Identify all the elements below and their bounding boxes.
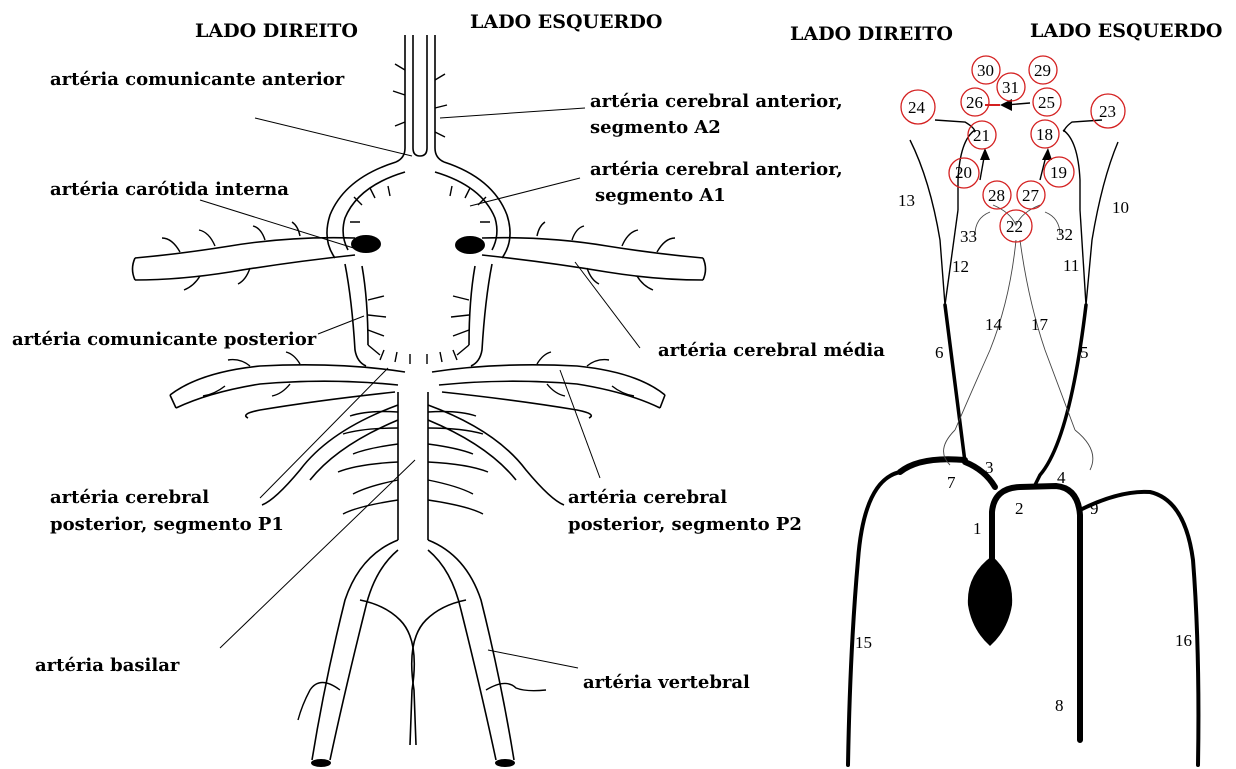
label-comunicante-anterior: artéria comunicante anterior — [50, 69, 345, 90]
number-29: 29 — [1034, 61, 1051, 80]
number-23: 23 — [1099, 102, 1116, 121]
label-comunicante-posterior: artéria comunicante posterior — [12, 329, 317, 350]
number-24: 24 — [908, 98, 926, 117]
number-32: 32 — [1056, 225, 1073, 244]
left-header-left-side: LADO ESQUERDO — [470, 11, 662, 33]
number-33: 33 — [960, 227, 977, 246]
number-11: 11 — [1063, 256, 1079, 275]
number-1: 1 — [973, 519, 982, 538]
label-cerebral-posterior-p1-line2: posterior, segmento P1 — [50, 514, 284, 535]
left-carotid-ostium — [455, 236, 485, 254]
label-cerebral-anterior-a1-line1: artéria cerebral anterior, — [590, 159, 843, 180]
right-header-right-side: LADO DIREITO — [790, 23, 953, 45]
right-header-left-side: LADO ESQUERDO — [1030, 20, 1222, 42]
number-6: 6 — [935, 343, 944, 362]
number-10: 10 — [1112, 198, 1129, 217]
aortic-arch-vessels — [848, 305, 1198, 765]
number-3: 3 — [985, 458, 994, 477]
number-12: 12 — [952, 257, 969, 276]
heart-shape — [968, 556, 1012, 646]
number-30: 30 — [977, 61, 994, 80]
label-cerebral-posterior-p2-line2: posterior, segmento P2 — [568, 514, 802, 535]
vessel-numbers: 1 2 3 4 5 6 7 8 9 10 11 12 13 14 15 16 1… — [855, 61, 1192, 715]
number-7: 7 — [947, 473, 956, 492]
number-8: 8 — [1055, 696, 1064, 715]
number-25: 25 — [1038, 93, 1055, 112]
label-cerebral-posterior-p1-line1: artéria cerebral — [50, 487, 209, 508]
anterior-cerebral-a2-vessels — [393, 35, 447, 162]
number-16: 16 — [1175, 631, 1192, 650]
posterior-communicating-vessels — [345, 264, 492, 366]
number-17: 17 — [1031, 315, 1049, 334]
number-15: 15 — [855, 633, 872, 652]
middle-cerebral-vessels — [133, 222, 706, 290]
number-9: 9 — [1090, 499, 1099, 518]
number-4: 4 — [1057, 468, 1066, 487]
number-14: 14 — [985, 315, 1003, 334]
posterior-cerebral-vessels — [170, 352, 665, 418]
label-carotida-interna: artéria carótida interna — [50, 179, 289, 200]
aortic-arch-figure: LADO DIREITO LADO ESQUERDO — [790, 20, 1222, 765]
vertebral-vessels — [298, 540, 546, 767]
number-18: 18 — [1036, 125, 1053, 144]
left-header-right-side: LADO DIREITO — [195, 20, 358, 42]
number-22: 22 — [1006, 217, 1023, 236]
number-19: 19 — [1050, 163, 1067, 182]
number-31: 31 — [1002, 78, 1019, 97]
label-cerebral-anterior-a2-line2: segmento A2 — [590, 117, 721, 138]
basilar-vessel — [262, 392, 564, 540]
number-5: 5 — [1080, 343, 1089, 362]
number-13: 13 — [898, 191, 915, 210]
number-2: 2 — [1015, 499, 1024, 518]
number-27: 27 — [1022, 186, 1040, 205]
label-cerebral-anterior-a2-line1: artéria cerebral anterior, — [590, 91, 843, 112]
label-vertebral: artéria vertebral — [583, 672, 750, 693]
label-cerebral-anterior-a1-line2: segmento A1 — [595, 185, 726, 206]
right-carotid-ostium — [351, 235, 381, 253]
circle-of-willis-figure: LADO DIREITO LADO ESQUERDO — [12, 11, 885, 767]
number-26: 26 — [966, 93, 983, 112]
cervical-vessels — [910, 120, 1118, 470]
label-cerebral-posterior-p2-line1: artéria cerebral — [568, 487, 727, 508]
label-cerebral-media: artéria cerebral média — [658, 340, 885, 361]
number-21: 21 — [973, 126, 990, 145]
number-28: 28 — [988, 186, 1005, 205]
number-20: 20 — [955, 163, 972, 182]
label-basilar: artéria basilar — [35, 655, 180, 676]
